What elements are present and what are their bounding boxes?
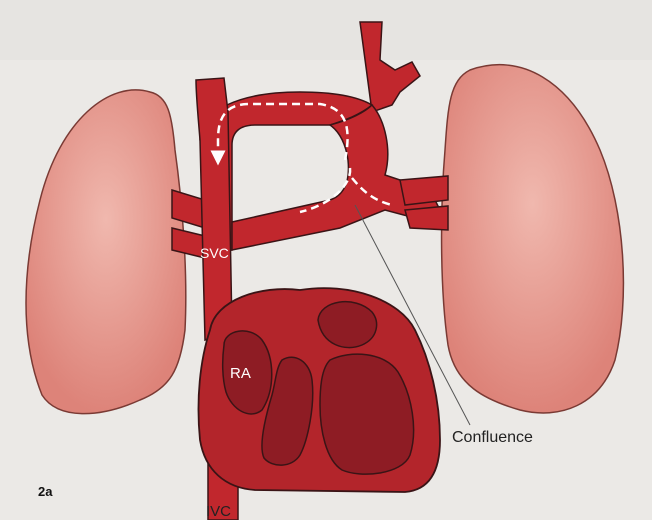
- page-header-band: [0, 0, 652, 60]
- ivc-label: IVC: [206, 503, 231, 520]
- right-lung: [442, 65, 624, 413]
- ra-label: RA: [230, 365, 251, 382]
- left-lung: [26, 90, 186, 414]
- confluence-limb: [232, 105, 440, 250]
- confluence-label: Confluence: [452, 429, 533, 446]
- svc-label: SVC: [200, 245, 229, 261]
- panel-label: 2a: [38, 484, 53, 499]
- right-pulmonary-vein: [400, 176, 448, 230]
- superior-vena-cava: [196, 78, 232, 340]
